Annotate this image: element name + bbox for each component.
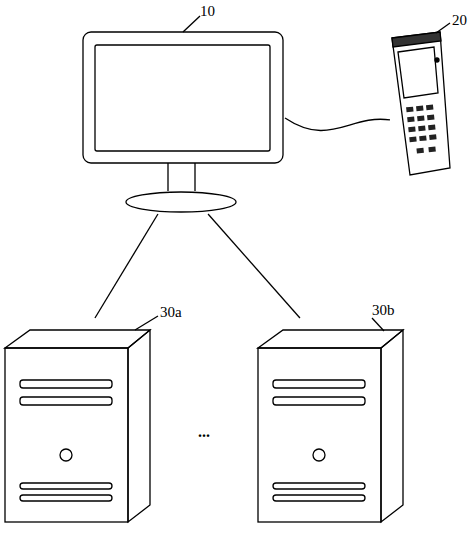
monitor-base xyxy=(126,192,236,212)
server-front xyxy=(258,348,381,522)
handheld-top xyxy=(392,32,441,47)
server-front xyxy=(5,348,128,522)
drive-bay xyxy=(273,397,365,405)
handheld-screen xyxy=(398,47,438,98)
server-node: 30a xyxy=(3,318,153,524)
leader-line xyxy=(372,318,384,331)
vent xyxy=(20,495,112,501)
power-button xyxy=(60,449,72,461)
drive-bay xyxy=(273,380,365,388)
vent xyxy=(273,495,365,501)
callout-number: 30b xyxy=(372,302,395,318)
leader-line xyxy=(135,316,158,330)
server-side xyxy=(381,330,403,522)
callout-number: 20 xyxy=(452,12,467,28)
server-top xyxy=(5,330,150,348)
leader-line xyxy=(183,16,200,32)
server-side xyxy=(128,330,150,522)
callout-number: 10 xyxy=(200,3,215,19)
network-connector xyxy=(208,214,300,318)
network-connector xyxy=(95,214,158,318)
handheld-keypad xyxy=(406,105,438,155)
monitor-node: 10 xyxy=(83,30,285,214)
ellipsis-label: ... xyxy=(198,424,210,440)
handheld-body xyxy=(392,32,450,175)
vent xyxy=(273,483,365,489)
vent xyxy=(20,483,112,489)
leader-line xyxy=(436,23,450,33)
drive-bay xyxy=(20,380,112,388)
server-node: 30b xyxy=(256,318,406,524)
drive-bay xyxy=(20,397,112,405)
monitor-screen xyxy=(95,45,270,151)
cable-connector xyxy=(285,118,390,131)
handheld-button xyxy=(435,58,439,62)
callout-number: 30a xyxy=(160,304,182,320)
handheld-node: 20 xyxy=(390,30,452,177)
monitor-neck xyxy=(168,163,195,191)
monitor-frame xyxy=(83,32,283,163)
power-button xyxy=(313,449,325,461)
server-top xyxy=(258,330,403,348)
